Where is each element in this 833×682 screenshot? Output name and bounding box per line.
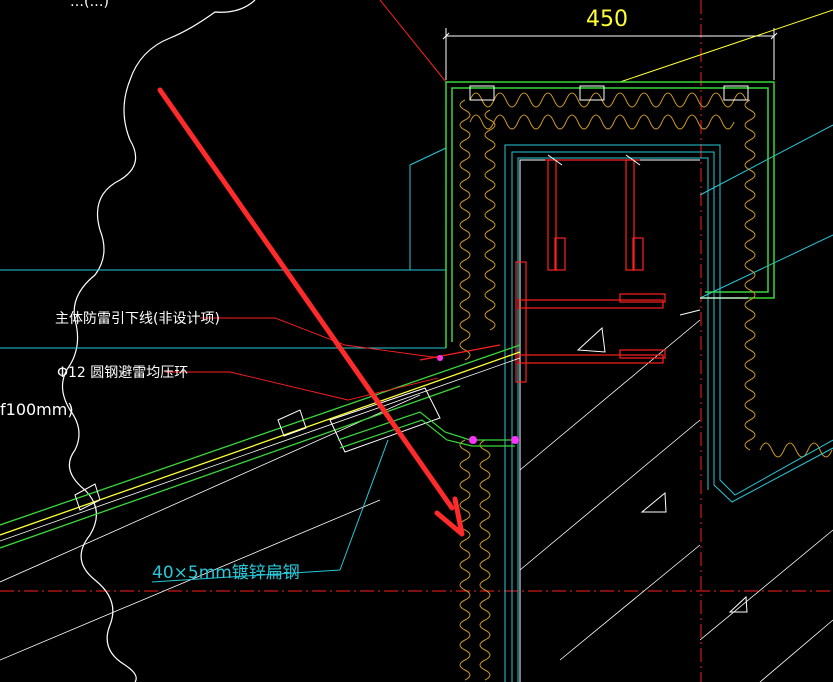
insulation-lower-2	[479, 439, 491, 681]
bolt-fixtures	[469, 85, 749, 316]
annotation-arrow	[157, 87, 465, 537]
dimension-text: 450	[586, 7, 628, 32]
insulation-left-2	[484, 109, 496, 331]
insulation-lower	[459, 439, 471, 681]
cyan-lines	[0, 124, 833, 571]
dimension-450	[442, 28, 778, 80]
red-leader-top	[379, 0, 447, 83]
label-ring: Φ12 圆钢避雷均压环	[57, 365, 188, 381]
insulation-bottom-right	[759, 442, 833, 458]
revision-cloud-outline	[61, 0, 256, 682]
insulation-right	[744, 99, 756, 451]
label-left-partial: f100mm)	[0, 400, 74, 419]
insulation-left	[459, 99, 471, 361]
yellow-lines	[619, 9, 833, 83]
insulation-top	[469, 92, 747, 108]
label-downlead: 主体防雷引下线(非设计项)	[55, 311, 220, 327]
connection-points	[437, 355, 519, 444]
wall-section-outline	[445, 81, 775, 348]
insulation-top-2	[469, 114, 735, 130]
label-flat-steel-underline	[151, 569, 341, 583]
triangle-markers	[576, 326, 748, 613]
label-flat-steel: 40×5mm镀锌扁钢	[152, 563, 300, 583]
label-top-partial: …(…)	[70, 0, 109, 10]
inner-structure	[504, 144, 833, 682]
eave-clips	[74, 387, 441, 511]
red-leaders	[165, 317, 441, 401]
